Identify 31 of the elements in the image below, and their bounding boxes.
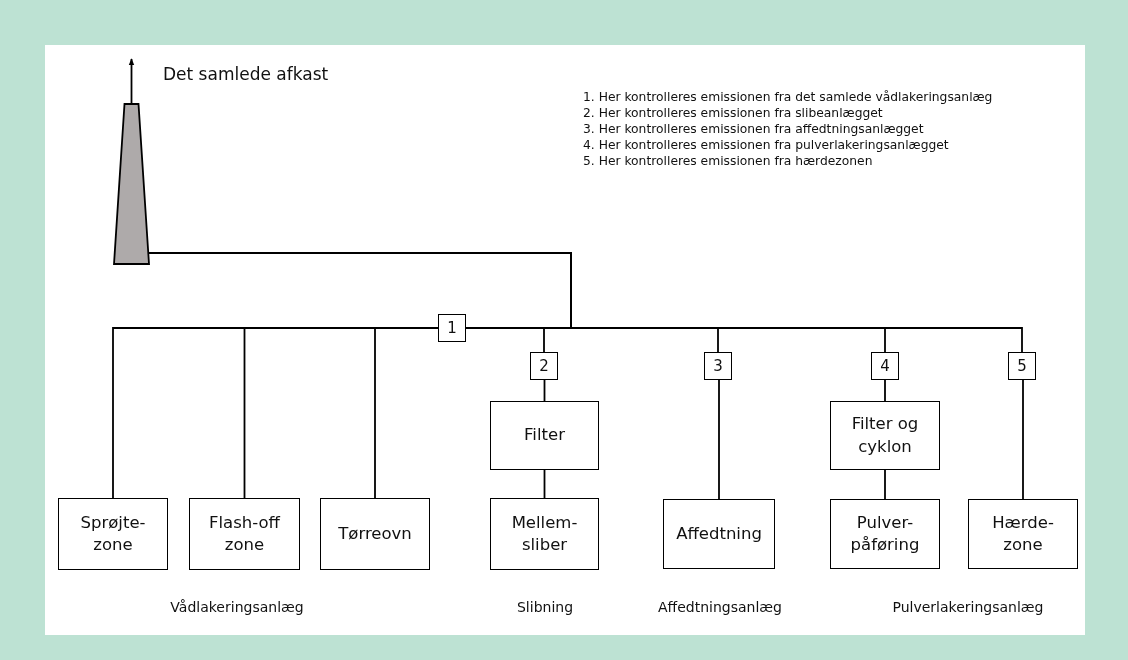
checkpoint-number-box: 3 (704, 352, 732, 380)
note-text: 3. Her kontrolleres emissionen fra affedtningsanlægget (583, 121, 924, 137)
process-box: Hærde- zone (968, 499, 1078, 569)
duct-line (884, 469, 886, 500)
exhaust-arrow (128, 58, 135, 104)
checkpoint-number-box: 5 (1008, 352, 1036, 380)
group-label: Slibning (516, 599, 574, 615)
process-box: Sprøjte- zone (58, 498, 168, 570)
checkpoint-number-box: 1 (438, 314, 466, 342)
note-text: 5. Her kontrolleres emissionen fra hærdezonen (583, 153, 873, 169)
duct-line (543, 469, 546, 499)
process-box: Filter og cyklon (830, 401, 940, 470)
duct-line (718, 379, 720, 500)
duct-line (1022, 379, 1024, 500)
process-box: Affedtning (663, 499, 775, 569)
group-label: Vådlakeringsanlæg (170, 599, 304, 615)
group-label: Pulverlakeringsanlæg (892, 599, 1044, 615)
duct-line (884, 379, 886, 402)
checkpoint-number-box: 2 (530, 352, 558, 380)
duct-line (543, 379, 546, 402)
stack-caption: Det samlede afkast (163, 64, 329, 84)
process-box: Pulver- påføring (830, 499, 940, 569)
note-text: 2. Her kontrolleres emissionen fra slibeanlægget (583, 105, 883, 121)
process-box: Flash-off zone (189, 498, 300, 570)
note-text: 1. Her kontrolleres emissionen fra det samlede vådlakeringsanlæg (583, 89, 993, 105)
process-box: Filter (490, 401, 599, 470)
process-box: Mellem- sliber (490, 498, 599, 570)
process-box: Tørreovn (320, 498, 430, 570)
note-text: 4. Her kontrolleres emissionen fra pulverlakeringsanlægget (583, 137, 949, 153)
checkpoint-number-box: 4 (871, 352, 899, 380)
group-label: Affedtningsanlæg (658, 599, 782, 615)
